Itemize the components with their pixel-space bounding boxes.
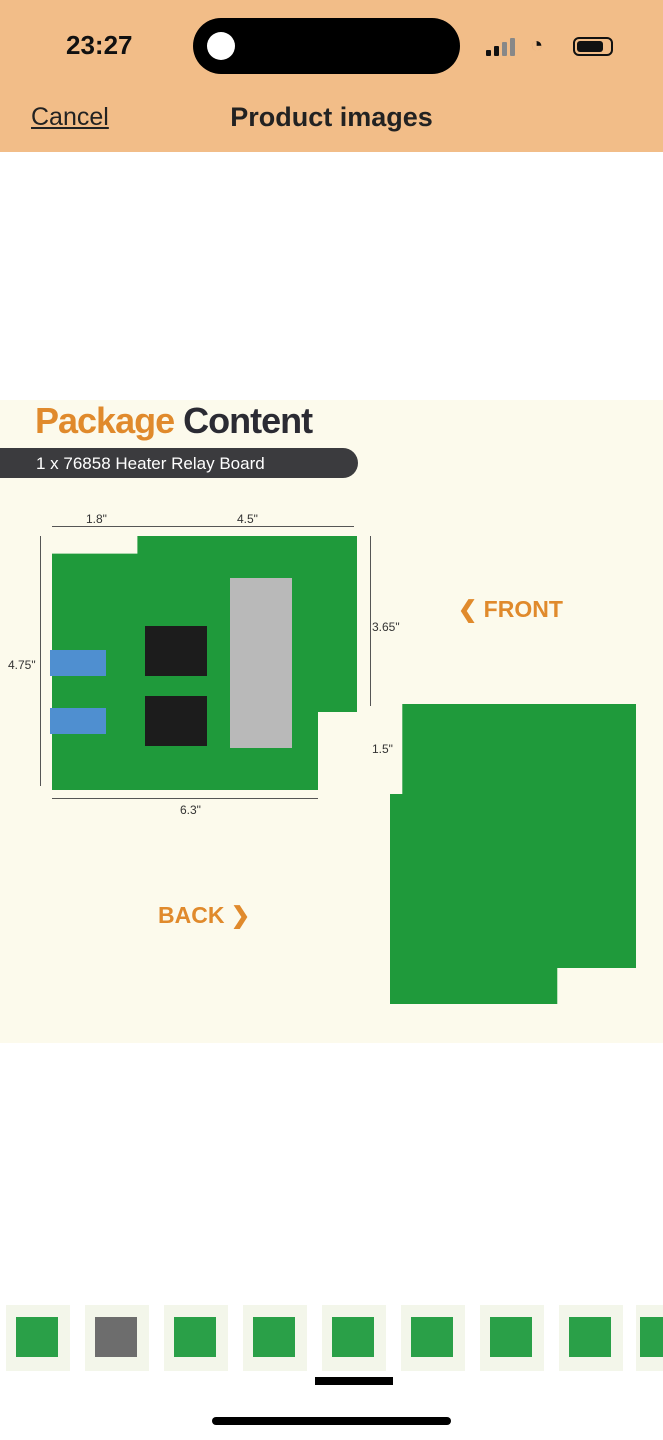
- image-heading: Package Content: [35, 400, 313, 442]
- relay: [145, 696, 207, 746]
- thumbnail-2[interactable]: [85, 1305, 149, 1371]
- dim-line: [370, 536, 371, 706]
- app-activity-icon: [207, 32, 235, 60]
- front-board-upper: [52, 536, 357, 712]
- thumbnail-7[interactable]: [480, 1305, 544, 1371]
- thumbnail-6[interactable]: [401, 1305, 465, 1371]
- terminal-block: [230, 578, 292, 748]
- dim-right-upper: 3.65": [372, 620, 400, 634]
- connector: [50, 650, 106, 676]
- connector: [50, 708, 106, 734]
- dim-left: 4.75": [8, 658, 36, 672]
- dim-top-right: 4.5": [237, 512, 258, 526]
- heading-part-1: Package: [35, 400, 175, 441]
- thumbnail-strip[interactable]: [0, 1305, 663, 1371]
- dim-line: [52, 798, 318, 799]
- thumbnail-8[interactable]: [559, 1305, 623, 1371]
- dim-line: [138, 526, 354, 527]
- dim-line: [52, 526, 138, 527]
- dim-bottom: 6.3": [180, 803, 201, 817]
- back-board: [390, 704, 636, 1004]
- dim-top-left: 1.8": [86, 512, 107, 526]
- dim-right-lower: 1.5": [372, 742, 393, 756]
- dynamic-island: [193, 18, 460, 74]
- back-label: BACK ❯: [158, 902, 251, 928]
- selected-thumbnail-indicator: [315, 1377, 393, 1385]
- page-title: Product images: [230, 102, 433, 132]
- image-subtitle: 1 x 76858 Heater Relay Board: [0, 448, 358, 478]
- header: 23:27 ◔ Cancel Product images: [0, 0, 663, 152]
- dim-line: [40, 536, 41, 786]
- product-image[interactable]: Package Content 1 x 76858 Heater Relay B…: [0, 400, 663, 1043]
- cellular-signal-icon: [486, 38, 515, 56]
- thumbnail-3[interactable]: [164, 1305, 228, 1371]
- home-indicator[interactable]: [212, 1417, 451, 1425]
- status-time: 23:27: [66, 30, 133, 60]
- relay: [145, 626, 207, 676]
- cancel-button[interactable]: Cancel: [31, 103, 109, 131]
- thumbnail-9[interactable]: [636, 1305, 663, 1371]
- wifi-icon: ◔: [530, 32, 544, 57]
- battery-icon: [573, 37, 613, 56]
- thumbnail-4[interactable]: [243, 1305, 307, 1371]
- front-label: ❮ FRONT: [458, 596, 563, 622]
- thumbnail-1[interactable]: [6, 1305, 70, 1371]
- heading-part-2: Content: [183, 400, 313, 441]
- thumbnail-5[interactable]: [322, 1305, 386, 1371]
